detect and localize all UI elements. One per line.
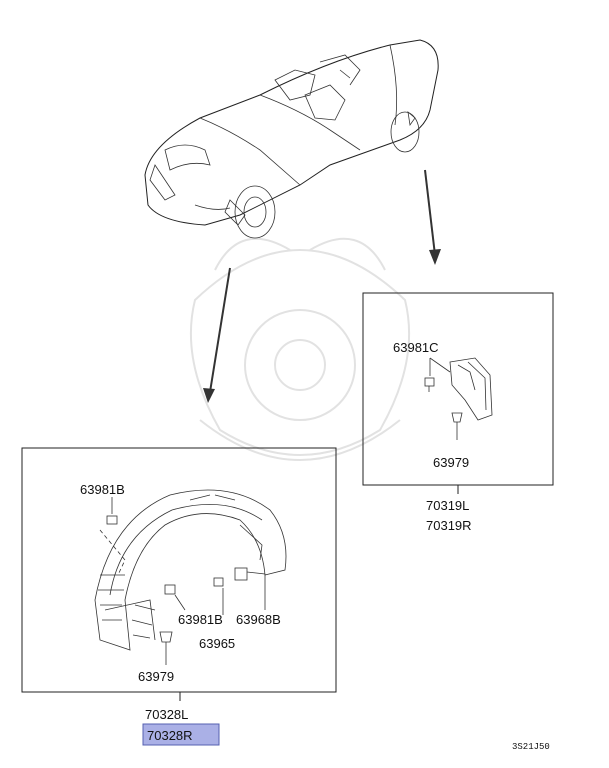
callout-63981B-top: 63981B (80, 482, 125, 497)
watermark-emblem (189, 237, 411, 461)
callout-63979-front: 63979 (138, 669, 174, 684)
callout-70319L: 70319L (426, 498, 469, 513)
callout-63979-rear: 63979 (433, 455, 469, 470)
arrow-to-front-box (203, 267, 231, 403)
car-illustration (144, 39, 439, 239)
callout-70328R: 70328R (147, 728, 193, 743)
callout-63968B: 63968B (236, 612, 281, 627)
rear-parts-box (362, 292, 554, 494)
highlight-70328R (142, 723, 220, 746)
front-parts-box (21, 447, 337, 701)
callout-63965: 63965 (199, 636, 235, 651)
callout-70328L: 70328L (145, 707, 188, 722)
callout-63981B-mid: 63981B (178, 612, 223, 627)
diagram-code: 3S21J50 (512, 742, 550, 752)
callout-70319R: 70319R (426, 518, 472, 533)
callout-63981C: 63981C (393, 340, 439, 355)
arrow-to-rear-box (424, 169, 441, 265)
